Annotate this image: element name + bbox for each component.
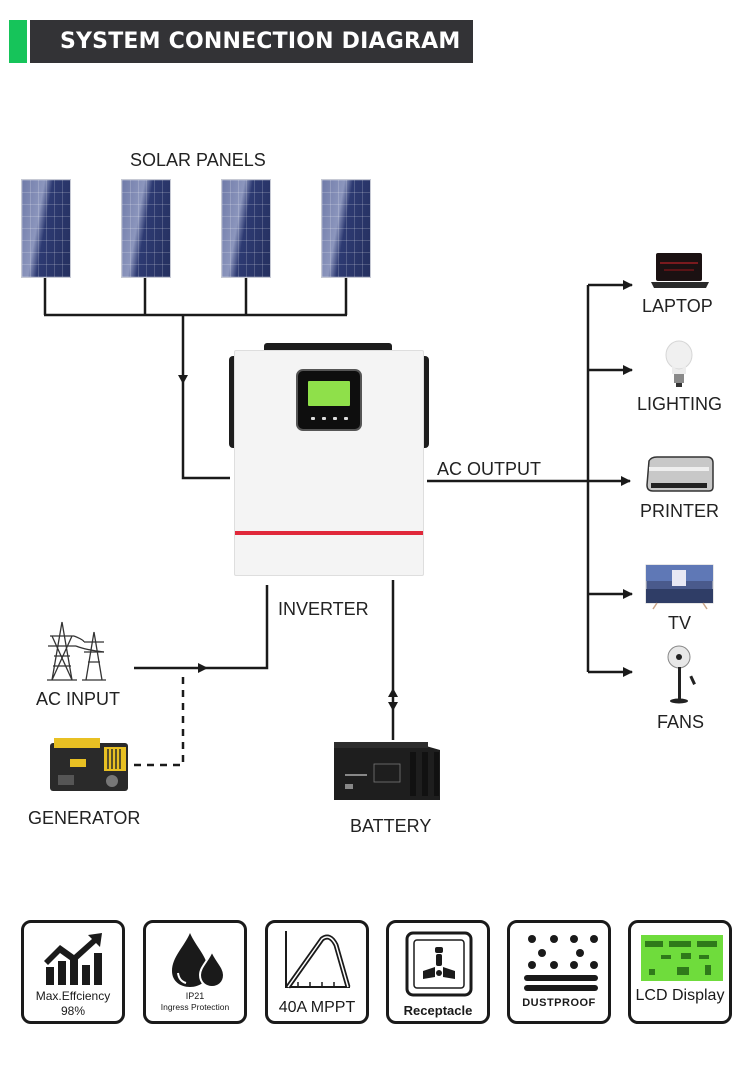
header-accent-bar <box>9 20 27 63</box>
solar-to-inverter <box>181 315 230 480</box>
page-title: SYSTEM CONNECTION DIAGRAM <box>60 29 461 54</box>
feature-caption: Receptacle <box>403 1003 473 1018</box>
ac-input-line <box>134 585 269 670</box>
feature-dustproof: DUSTPROOF <box>507 920 611 1024</box>
light-bulb-icon <box>665 340 693 387</box>
dust-icon <box>524 935 598 991</box>
water-drops-icon <box>172 933 226 989</box>
battery-icon <box>334 742 440 800</box>
inverter-label: INVERTER <box>278 599 369 619</box>
ac-input-label: AC INPUT <box>36 689 121 709</box>
header-bar <box>30 20 473 63</box>
load-label-tv: TV <box>668 613 692 633</box>
feature-caption: IP21 <box>185 991 205 1001</box>
efficiency-chart-icon <box>44 933 102 985</box>
laptop-icon <box>651 253 709 288</box>
feature-caption: 40A MPPT <box>278 999 356 1016</box>
inverter-side-panel <box>229 356 236 448</box>
feature-ip21: IP21 Ingress Protection <box>143 920 247 1024</box>
inverter-red-stripe <box>235 531 423 535</box>
solar-panel-icon <box>121 179 171 278</box>
inverter-button <box>322 417 326 420</box>
ac-output-label: AC OUTPUT <box>437 459 542 479</box>
load-label-fans: FANS <box>657 712 705 732</box>
solar-down-arrow <box>178 375 188 384</box>
feature-caption: LCD Display <box>635 987 725 1004</box>
socket-icon <box>405 931 473 997</box>
inverter-side-panel <box>422 356 429 448</box>
generator-dashed-line <box>134 672 185 767</box>
inverter-button <box>344 417 348 420</box>
fan-icon <box>667 645 696 704</box>
battery-label: BATTERY <box>350 816 432 836</box>
feature-efficiency: Max.Effciency 98% <box>21 920 125 1024</box>
load-label-printer: PRINTER <box>640 501 720 521</box>
inverter-button <box>311 417 315 420</box>
feature-lcd-display: LCD Display <box>628 920 732 1024</box>
battery-down-arrow <box>388 702 398 711</box>
printer-icon <box>646 456 714 492</box>
load-label-laptop: LAPTOP <box>642 296 713 316</box>
feature-mppt: 40A MPPT <box>265 920 369 1024</box>
feature-caption: DUSTPROOF <box>522 997 596 1009</box>
load-label-lighting: LIGHTING <box>637 394 723 414</box>
inverter-mount-bracket <box>264 343 392 353</box>
solar-panel-icon <box>21 179 71 278</box>
feature-caption: Max.Effciency <box>35 989 111 1003</box>
battery-up-arrow <box>388 688 398 697</box>
tv-icon <box>645 564 714 610</box>
lcd-display-icon <box>641 935 723 981</box>
feature-receptacle: Receptacle <box>386 920 490 1024</box>
inverter-lcd-screen <box>308 381 350 406</box>
feature-caption-sub: Ingress Protection <box>160 1002 230 1012</box>
generator-icon <box>50 738 128 791</box>
feature-caption-value: 98% <box>60 1004 86 1018</box>
power-tower-icon <box>47 621 106 681</box>
solar-panel-icon <box>221 179 271 278</box>
solar-panels-label: SOLAR PANELS <box>130 150 266 170</box>
mppt-curve-icon <box>285 931 351 989</box>
ac-input-arrow <box>198 663 208 673</box>
solar-panel-icon <box>321 179 371 278</box>
generator-label: GENERATOR <box>28 808 141 828</box>
inverter-button <box>333 417 337 420</box>
